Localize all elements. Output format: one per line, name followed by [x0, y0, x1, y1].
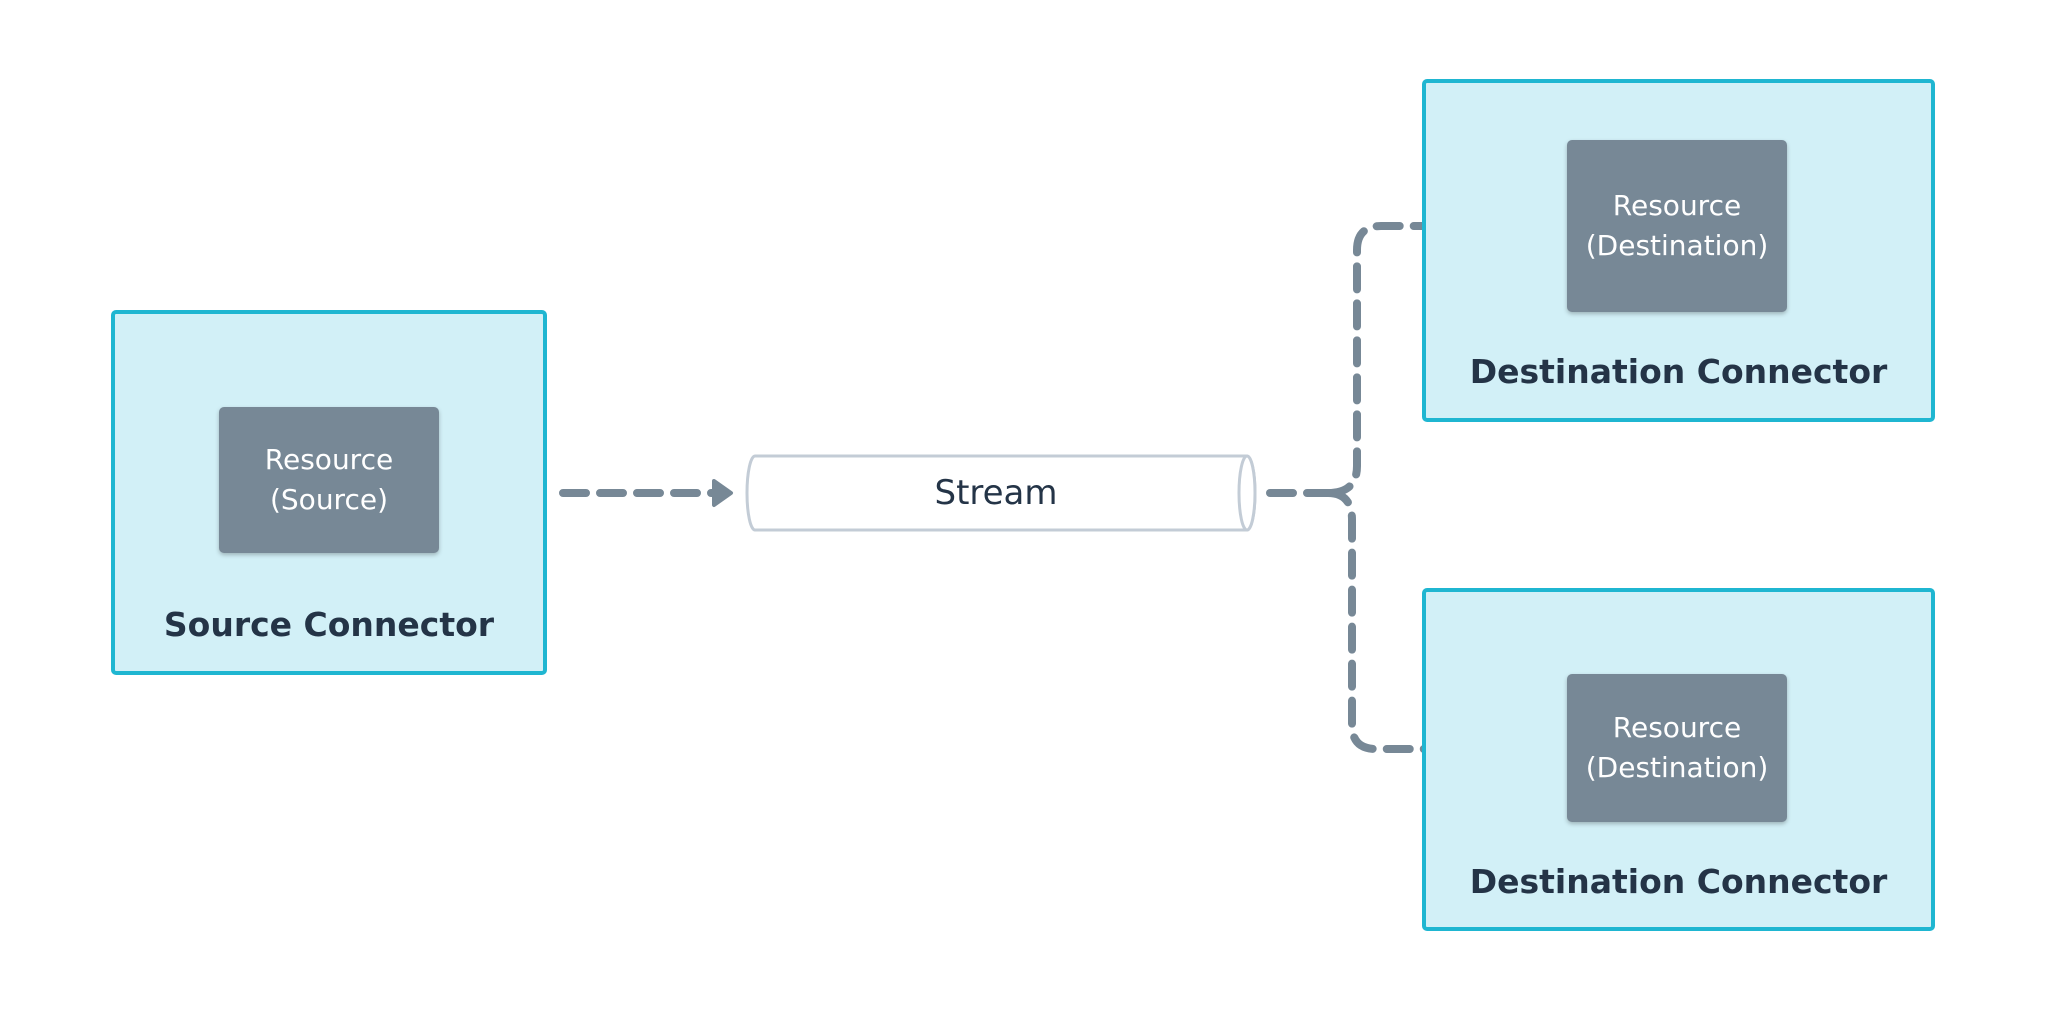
resource-title: Resource	[1612, 189, 1742, 222]
resource-type: (Destination)	[1585, 229, 1769, 262]
destination-resource: Resource (Destination)	[1567, 140, 1787, 312]
arrowhead	[712, 479, 733, 507]
source-resource: Resource (Source)	[219, 407, 439, 553]
destination-resource: Resource (Destination)	[1567, 674, 1787, 822]
stream-cylinder-end	[1237, 454, 1257, 532]
stream-label: Stream	[934, 473, 1058, 513]
destination-connector-label: Destination Connector	[1469, 352, 1888, 391]
resource-type: (Destination)	[1585, 751, 1769, 784]
arrow-source-to-stream	[559, 479, 733, 507]
resource-title: Resource	[264, 443, 394, 476]
resource-title: Resource	[1612, 711, 1742, 744]
stream-cylinder	[745, 454, 1257, 532]
destination-connector-label: Destination Connector	[1469, 862, 1888, 901]
source-connector-label: Source Connector	[163, 605, 495, 644]
resource-type: (Source)	[269, 483, 388, 516]
